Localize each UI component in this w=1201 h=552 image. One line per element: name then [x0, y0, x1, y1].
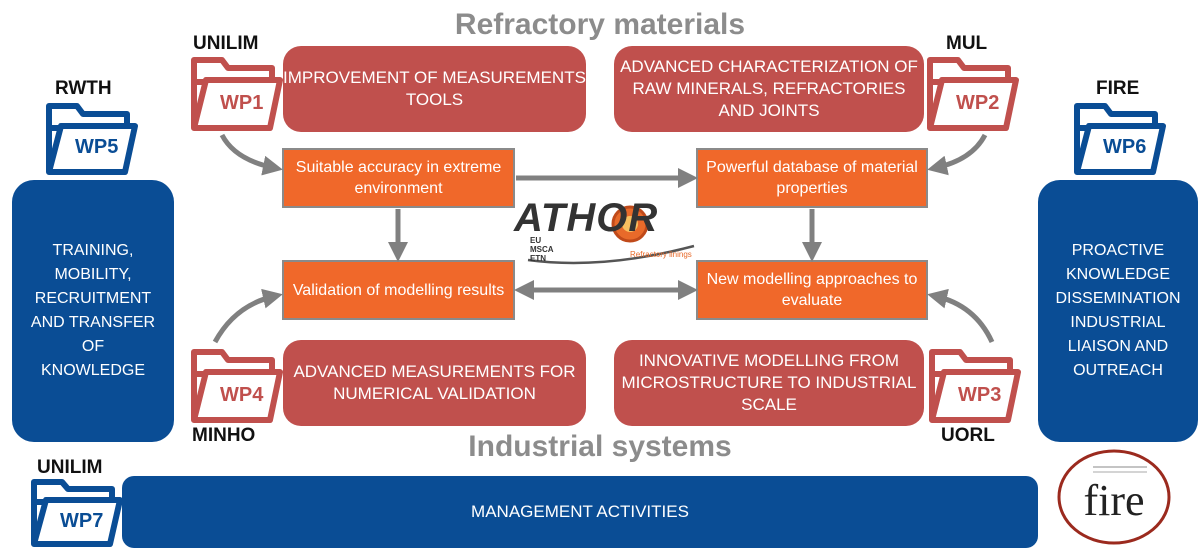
partner-wp2: MUL: [946, 33, 988, 54]
fire-logo: fire: [1055, 447, 1173, 547]
wp5-description: TRAINING, MOBILITY, RECRUITMENT AND TRAN…: [12, 180, 174, 442]
wp2-description: ADVANCED CHARACTERIZATION OF RAW MINERAL…: [614, 46, 924, 132]
wp7-description: MANAGEMENT ACTIVITIES: [122, 476, 1038, 548]
wp2-folder-icon: WP2: [926, 52, 1021, 134]
wp4-folder-icon: WP4: [190, 344, 285, 426]
wp7-label: WP7: [60, 510, 104, 532]
arrow-wp1-to-accuracy: [219, 133, 283, 176]
wp4-label: WP4: [220, 384, 264, 406]
wp5-label: WP5: [75, 136, 119, 158]
wp5-folder-icon: WP5: [45, 98, 140, 178]
wp3-description: INNOVATIVE MODELLING FROM MICROSTRUCTURE…: [614, 340, 924, 426]
arrow-wp3-to-modelling: [927, 288, 995, 344]
outcome-validation: Validation of modelling results: [282, 260, 515, 320]
partner-wp5: RWTH: [55, 78, 112, 99]
wp3-folder-icon: WP3: [928, 344, 1023, 426]
partner-wp4: MINHO: [192, 425, 256, 446]
fire-logo-text: fire: [1083, 476, 1145, 525]
wp1-label: WP1: [220, 92, 264, 114]
wp1-folder-icon: WP1: [190, 52, 285, 134]
outcome-database: Powerful database of material properties: [696, 148, 928, 208]
wp4-description: ADVANCED MEASUREMENTS FOR NUMERICAL VALI…: [283, 340, 586, 426]
partner-wp1: UNILIM: [193, 33, 259, 54]
title-refractory-materials: Refractory materials: [454, 8, 746, 41]
wp6-folder-icon: WP6: [1073, 98, 1168, 178]
athor-tagline: Refractory linings: [630, 250, 692, 259]
outcome-accuracy: Suitable accuracy in extreme environment: [282, 148, 515, 208]
partner-wp3: UORL: [941, 425, 995, 446]
partner-wp6: FIRE: [1096, 78, 1140, 99]
athor-logo: ATHOR EU MSCA ETN Refractory linings: [508, 196, 698, 268]
athor-tag-etn: ETN: [530, 254, 546, 263]
outcome-modelling: New modelling approaches to evaluate: [696, 260, 928, 320]
partner-wp7: UNILIM: [37, 457, 103, 478]
arrow-wp4-to-validation: [212, 288, 283, 344]
athor-tags: EU MSCA ETN: [530, 236, 554, 263]
wp3-label: WP3: [958, 384, 1002, 406]
wp6-label: WP6: [1103, 136, 1147, 158]
athor-tag-msca: MSCA: [530, 245, 554, 254]
wp6-description: PROACTIVE KNOWLEDGE DISSEMINATION INDUST…: [1038, 180, 1198, 442]
title-industrial-systems: Industrial systems: [468, 430, 732, 463]
wp2-label: WP2: [956, 92, 1000, 114]
athor-logo-text: ATHOR: [514, 196, 659, 240]
arrow-wp2-to-database: [927, 133, 988, 176]
wp7-folder-icon: WP7: [30, 476, 125, 548]
athor-tag-eu: EU: [530, 236, 542, 245]
wp1-description: IMPROVEMENT OF MEASUREMENTS TOOLS: [283, 46, 586, 132]
